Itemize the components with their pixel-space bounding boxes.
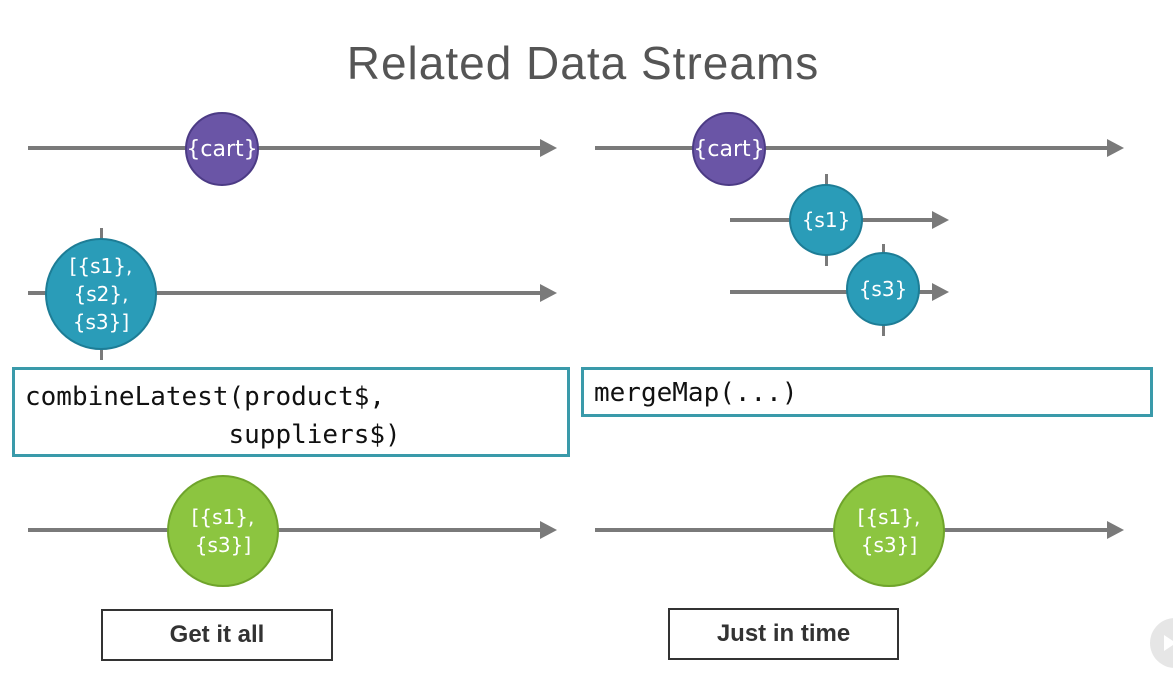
left-operator-box: combineLatest(product$, suppliers$)	[12, 367, 570, 457]
left-suppliers-marble-text: [{s1}, {s2}, {s3}]	[69, 254, 133, 334]
left-caption-get-it-all: Get it all	[101, 609, 333, 661]
left-suppliers-stream-line	[28, 291, 543, 295]
left-suppliers-stream-arrow	[540, 284, 557, 302]
right-s1-stream-arrow	[932, 211, 949, 229]
left-output-stream-line	[28, 528, 543, 532]
left-output-stream-arrow	[540, 521, 557, 539]
left-output-marble-text: [{s1}, {s3}]	[191, 505, 255, 557]
right-output-marble: [{s1}, {s3}]	[833, 475, 945, 587]
right-caption-just-in-time: Just in time	[668, 608, 899, 660]
right-s3-marble: {s3}	[846, 252, 920, 326]
right-cart-stream-arrow	[1107, 139, 1124, 157]
left-cart-stream-arrow	[540, 139, 557, 157]
right-s3-stream-arrow	[932, 283, 949, 301]
right-output-marble-text: [{s1}, {s3}]	[857, 505, 921, 557]
left-cart-marble: {cart}	[185, 112, 259, 186]
left-output-marble: [{s1}, {s3}]	[167, 475, 279, 587]
right-output-stream-arrow	[1107, 521, 1124, 539]
slide-title: Related Data Streams	[346, 37, 820, 89]
right-operator-box: mergeMap(...)	[581, 367, 1153, 417]
left-cart-stream-line	[28, 146, 543, 150]
right-cart-stream-line	[595, 146, 1110, 150]
left-suppliers-marble: [{s1}, {s2}, {s3}]	[45, 238, 157, 350]
right-s3-stream-line	[730, 290, 934, 294]
right-cart-marble: {cart}	[692, 112, 766, 186]
right-s1-marble: {s1}	[789, 184, 863, 256]
player-watermark-icon	[1150, 618, 1173, 668]
